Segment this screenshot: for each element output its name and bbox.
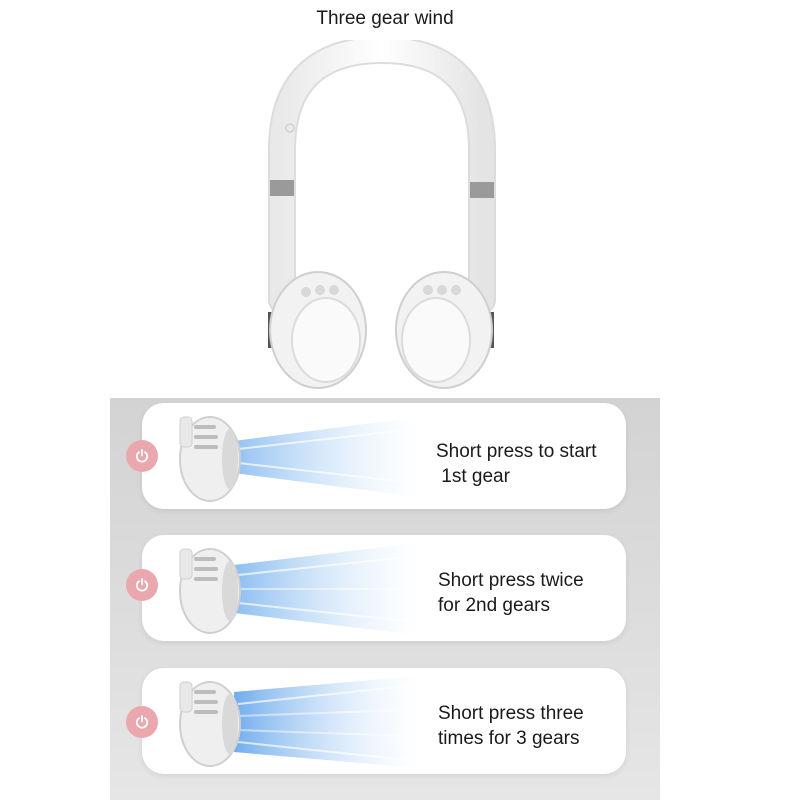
neck-fan-illustration [268, 40, 496, 389]
fan-airflow-illustration [179, 543, 418, 635]
fan-airflow-illustration [179, 416, 418, 502]
power-icon [126, 569, 158, 601]
right-fan-head [395, 271, 494, 389]
step-description: Short press three times for 3 gears [438, 703, 584, 749]
step-card-3: Short press three times for 3 gears [142, 668, 626, 774]
step-card-1: Short press to start 1st gear [142, 403, 626, 509]
page-title: Three gear wind [316, 8, 454, 29]
fan-airflow-illustration [179, 676, 418, 768]
step-card-2: Short press twice for 2nd gears [142, 535, 626, 641]
step-description: Short press twice for 2nd gears [438, 570, 584, 616]
power-icon [126, 440, 158, 472]
left-fan-head [268, 271, 367, 389]
power-icon [126, 706, 158, 738]
step-description: Short press to start 1st gear [436, 441, 597, 487]
